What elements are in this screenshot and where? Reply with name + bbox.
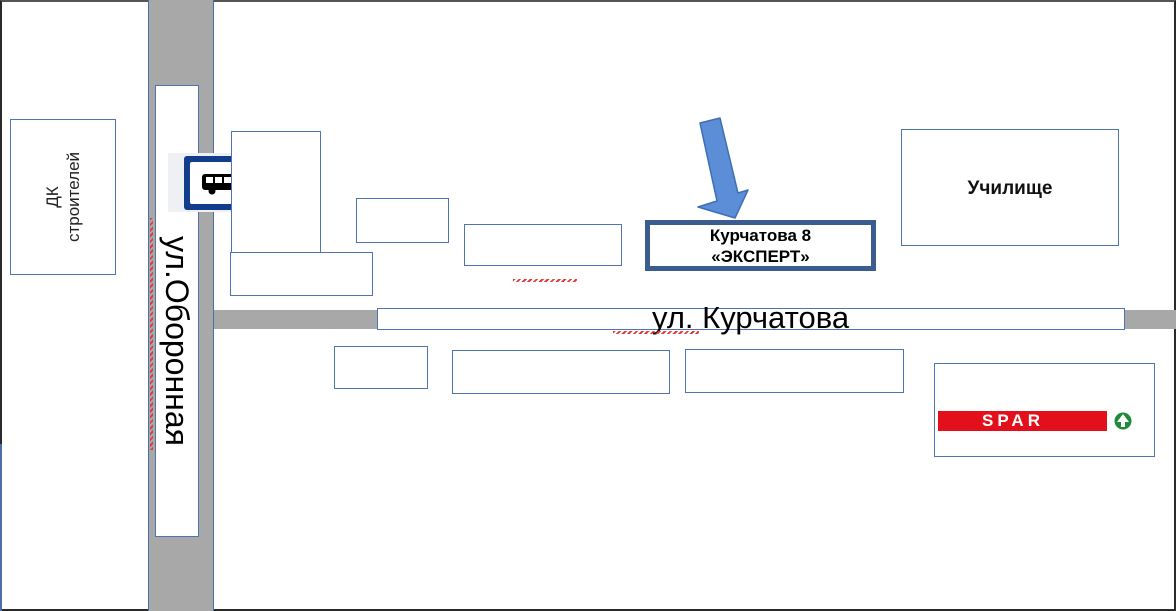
school-building: Училище (901, 129, 1119, 246)
building-n1 (231, 131, 321, 255)
target-company: «ЭКСПЕРТ» (711, 247, 810, 266)
road-horizontal-left (214, 310, 379, 329)
target-address: Курчатова 8 (709, 226, 812, 245)
target-building: Курчатова 8 «ЭКСПЕРТ» (645, 220, 876, 271)
arrow-down-icon (697, 117, 749, 219)
building-n4 (464, 224, 622, 266)
spellcheck-underline-horizontal (613, 331, 699, 334)
spellcheck-underline-n4 (513, 279, 577, 282)
spar-logo-emblem-bg (1107, 411, 1140, 431)
road-horizontal-right (1124, 310, 1176, 329)
road-horizontal-label-box (377, 308, 1125, 330)
street-name-vertical: ул.Оборонная (159, 236, 195, 446)
spar-brand-text: SPAR (982, 411, 1044, 430)
spar-tree-logo-icon (1114, 412, 1132, 430)
building-s1 (334, 346, 428, 389)
culture-house-building: ДК строителей (10, 119, 116, 275)
culture-house-label: ДК строителей (42, 152, 85, 242)
spar-logo: SPAR (938, 411, 1140, 431)
building-s3 (685, 349, 904, 393)
spellcheck-underline-vertical (150, 218, 153, 450)
culture-house-line2: строителей (64, 151, 83, 243)
school-label: Училище (967, 178, 1053, 199)
street-name-horizontal: ул. Курчатова (652, 300, 850, 335)
building-s2 (452, 350, 670, 394)
building-n3 (356, 198, 449, 243)
building-n2 (230, 252, 373, 296)
spar-store: SPAR (934, 363, 1155, 457)
culture-house-line1: ДК (42, 186, 62, 208)
left-edge-line (0, 444, 2, 611)
